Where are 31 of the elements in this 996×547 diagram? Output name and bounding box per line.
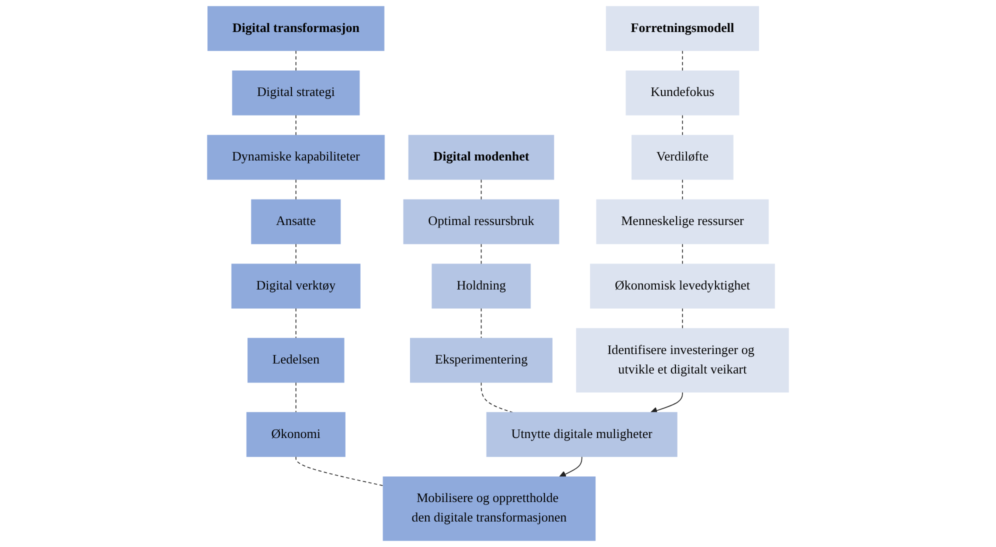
node-box: Verdiløfte bbox=[632, 134, 734, 180]
node-box: Kundefokus bbox=[626, 70, 740, 116]
node-box: Digital verktøy bbox=[231, 264, 360, 309]
node-box: Digital strategi bbox=[232, 70, 360, 116]
node-box: Identifisere investeringer og utvikle et digitalt veikart bbox=[576, 328, 789, 393]
node-box: Digital modenhet bbox=[408, 134, 554, 180]
node-box: Digital transformasjon bbox=[207, 6, 384, 51]
connector bbox=[682, 114, 683, 136]
node-box: Mobilisere og opprettholde den digitale transformasjonen bbox=[382, 476, 596, 541]
connector bbox=[480, 308, 482, 339]
node-box: Forretningsmodell bbox=[606, 6, 760, 51]
node-box: Holdning bbox=[432, 264, 531, 309]
connector bbox=[682, 243, 683, 265]
connector bbox=[480, 178, 482, 200]
node-box: Dynamiske kapabiliteter bbox=[207, 134, 385, 180]
connector bbox=[682, 308, 683, 329]
node-box: Menneskelige ressurser bbox=[596, 199, 769, 244]
arrow bbox=[559, 456, 582, 478]
arrow bbox=[650, 392, 683, 414]
connector bbox=[682, 50, 683, 72]
connector bbox=[296, 456, 384, 486]
node-box: Økonomisk levedyktighet bbox=[590, 264, 775, 309]
connector bbox=[480, 243, 482, 265]
node-box: Eksperimentering bbox=[410, 338, 552, 383]
node-box: Ledelsen bbox=[248, 338, 344, 383]
node-box: Ansatte bbox=[251, 199, 341, 244]
node-box: Økonomi bbox=[246, 412, 346, 457]
connector bbox=[682, 178, 683, 200]
node-box: Utnytte digitale muligheter bbox=[486, 412, 678, 457]
connector bbox=[480, 382, 514, 413]
node-box: Optimal ressursbruk bbox=[403, 199, 560, 244]
